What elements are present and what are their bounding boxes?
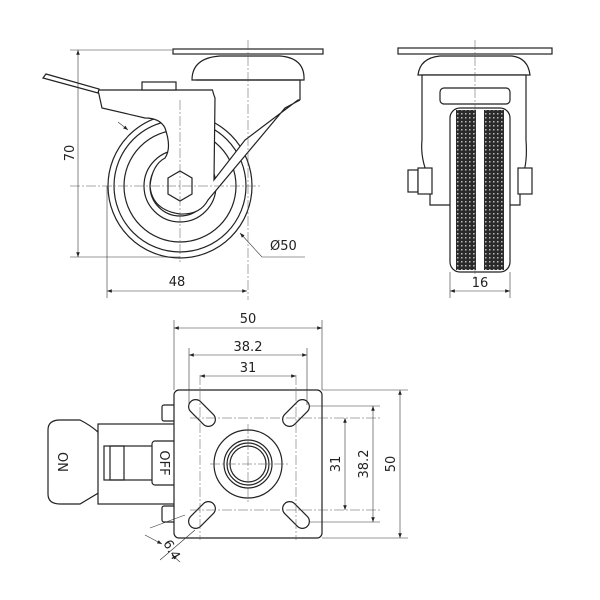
axle-bolt-head [407, 169, 419, 193]
front-view: 70 48 Ø50 [41, 40, 324, 300]
top-view: ON OFF 50 38.2 31 [47, 312, 408, 563]
brake-lever [41, 73, 100, 94]
height-dimension: 70 [63, 145, 78, 162]
slot-width-dimension: 6.4 [159, 538, 182, 563]
hole-spacing-outer-dimension: 38.2 [234, 340, 263, 355]
plate-width-dimension: 50 [240, 312, 257, 327]
fork [97, 89, 301, 215]
width-dimension: 48 [169, 275, 186, 290]
hole-spacing-inner-dimension: 31 [240, 361, 257, 376]
wheel-width-dimension: 16 [472, 276, 489, 291]
right-outer-dimension: 38.2 [357, 450, 372, 479]
brake-off-label: OFF [156, 450, 171, 475]
diameter-dimension: Ø50 [270, 239, 297, 254]
axle-nut-side [517, 167, 533, 195]
right-inner-dimension: 31 [329, 456, 344, 473]
brake-on-label: ON [54, 452, 69, 472]
right-plate-dimension: 50 [384, 456, 399, 473]
brake-pedal-top [141, 81, 177, 91]
side-view: 16 [397, 40, 553, 298]
tread-right [484, 110, 504, 270]
tread-left [456, 110, 476, 270]
